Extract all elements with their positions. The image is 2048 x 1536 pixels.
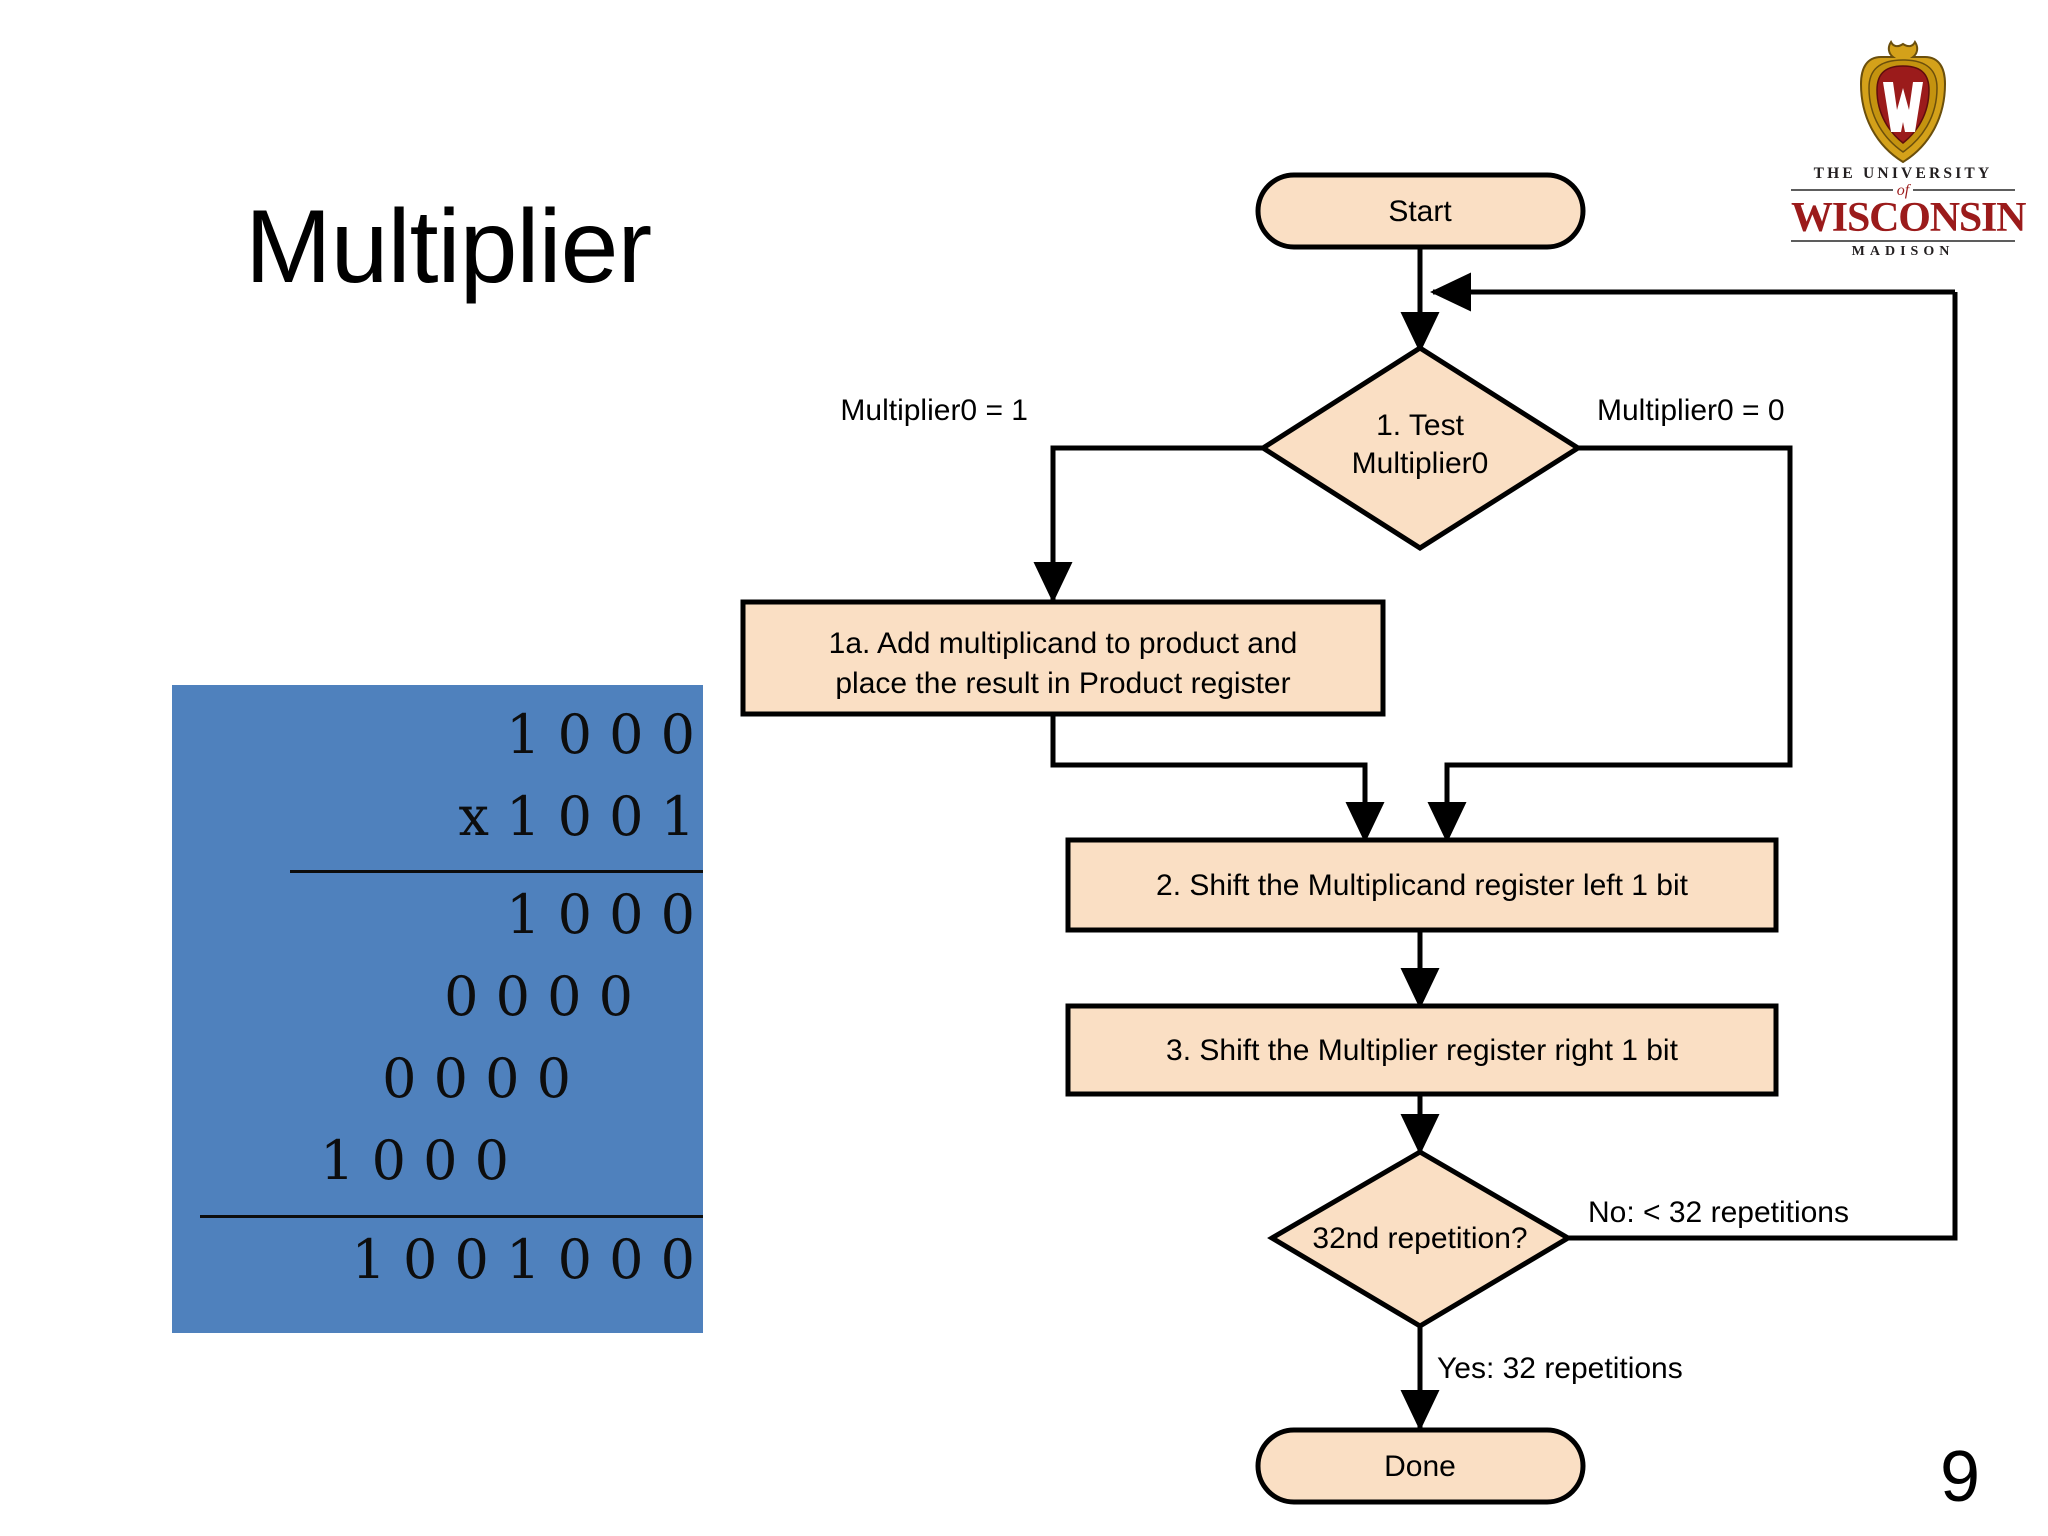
edge-label-multiplier0-is-1: Multiplier0 = 1	[840, 394, 1028, 427]
node-step-1a[interactable]	[740, 599, 1386, 717]
uw-crest-icon	[1791, 40, 2015, 166]
node-start-label: Start	[1388, 195, 1452, 228]
edge-label-multiplier0-is-0: Multiplier0 = 0	[1597, 394, 1785, 427]
page-title: Multiplier	[245, 189, 652, 305]
wordmark-wisconsin: WISCONSIN	[1791, 195, 2026, 242]
partial-product-row-4: 1 0 0 0	[320, 1129, 509, 1192]
node-step-3-label: 3. Shift the Multiplier register right 1…	[1166, 1034, 1679, 1067]
multiplier-value: 1 0 0 1	[506, 785, 695, 848]
wordmark-the-university: THE UNIVERSITY	[1813, 165, 1993, 182]
node-test-multiplier0[interactable]	[1258, 345, 1583, 551]
operand-divider	[290, 870, 703, 873]
wordmark-madison: MADISON	[1851, 244, 1955, 260]
node-done[interactable]	[1255, 1427, 1586, 1505]
wordmark-of: of	[1892, 182, 1914, 200]
multiplicand-row: 1 0 0 0	[506, 703, 695, 766]
uw-wordmark: THE UNIVERSITY of WISCONSIN MADISON	[1791, 165, 2026, 260]
page-number: 9	[1939, 1437, 1980, 1517]
edge-label-no-branch: No: < 32 repetitions	[1588, 1196, 1849, 1229]
node-test-label-line1: 1. Test	[1376, 409, 1464, 442]
edge-label-yes-branch: Yes: 32 repetitions	[1437, 1352, 1683, 1385]
product-divider	[200, 1215, 703, 1218]
node-32nd-repetition[interactable]	[1267, 1149, 1573, 1329]
node-start[interactable]	[1255, 172, 1586, 250]
node-test-label-line2: Multiplier0	[1352, 447, 1489, 480]
node-done-label: Done	[1384, 1450, 1456, 1483]
uw-madison-logo: THE UNIVERSITY of WISCONSIN MADISON	[1791, 40, 2026, 259]
wordmark-divider	[1791, 240, 2015, 243]
edge-step1a-to-step2	[1050, 714, 1385, 844]
partial-product-row-3: 0 0 0 0	[382, 1047, 571, 1110]
node-step-1a-line2: place the result in Product register	[835, 667, 1290, 700]
partial-product-row-2: 0 0 0 0	[444, 965, 633, 1028]
node-step-2-label: 2. Shift the Multiplicand register left …	[1156, 869, 1689, 902]
edge-test-bypass-to-step2	[1427, 445, 1793, 844]
multiplication-example-panel: 1 0 0 0 x 1 0 0 1 1 0 0 0 0 0 0 0 0 0 0 …	[172, 685, 703, 1333]
edge-repetition-loopback	[1560, 292, 1958, 1241]
node-step-3[interactable]	[1065, 1003, 1779, 1097]
multiply-operator: x	[458, 785, 489, 848]
wordmark-of-row: of	[1791, 182, 2015, 200]
partial-product-row-1: 1 0 0 0	[506, 883, 695, 946]
multiplier-row: x 1 0 0 1	[458, 785, 695, 848]
node-step-1a-line1: 1a. Add multiplicand to product and	[829, 627, 1298, 660]
node-step-2[interactable]	[1065, 837, 1779, 933]
product-row: 1 0 0 1 0 0 0	[351, 1228, 696, 1291]
edge-test-to-step1a	[1033, 445, 1265, 604]
node-repetition-label: 32nd repetition?	[1312, 1222, 1527, 1255]
